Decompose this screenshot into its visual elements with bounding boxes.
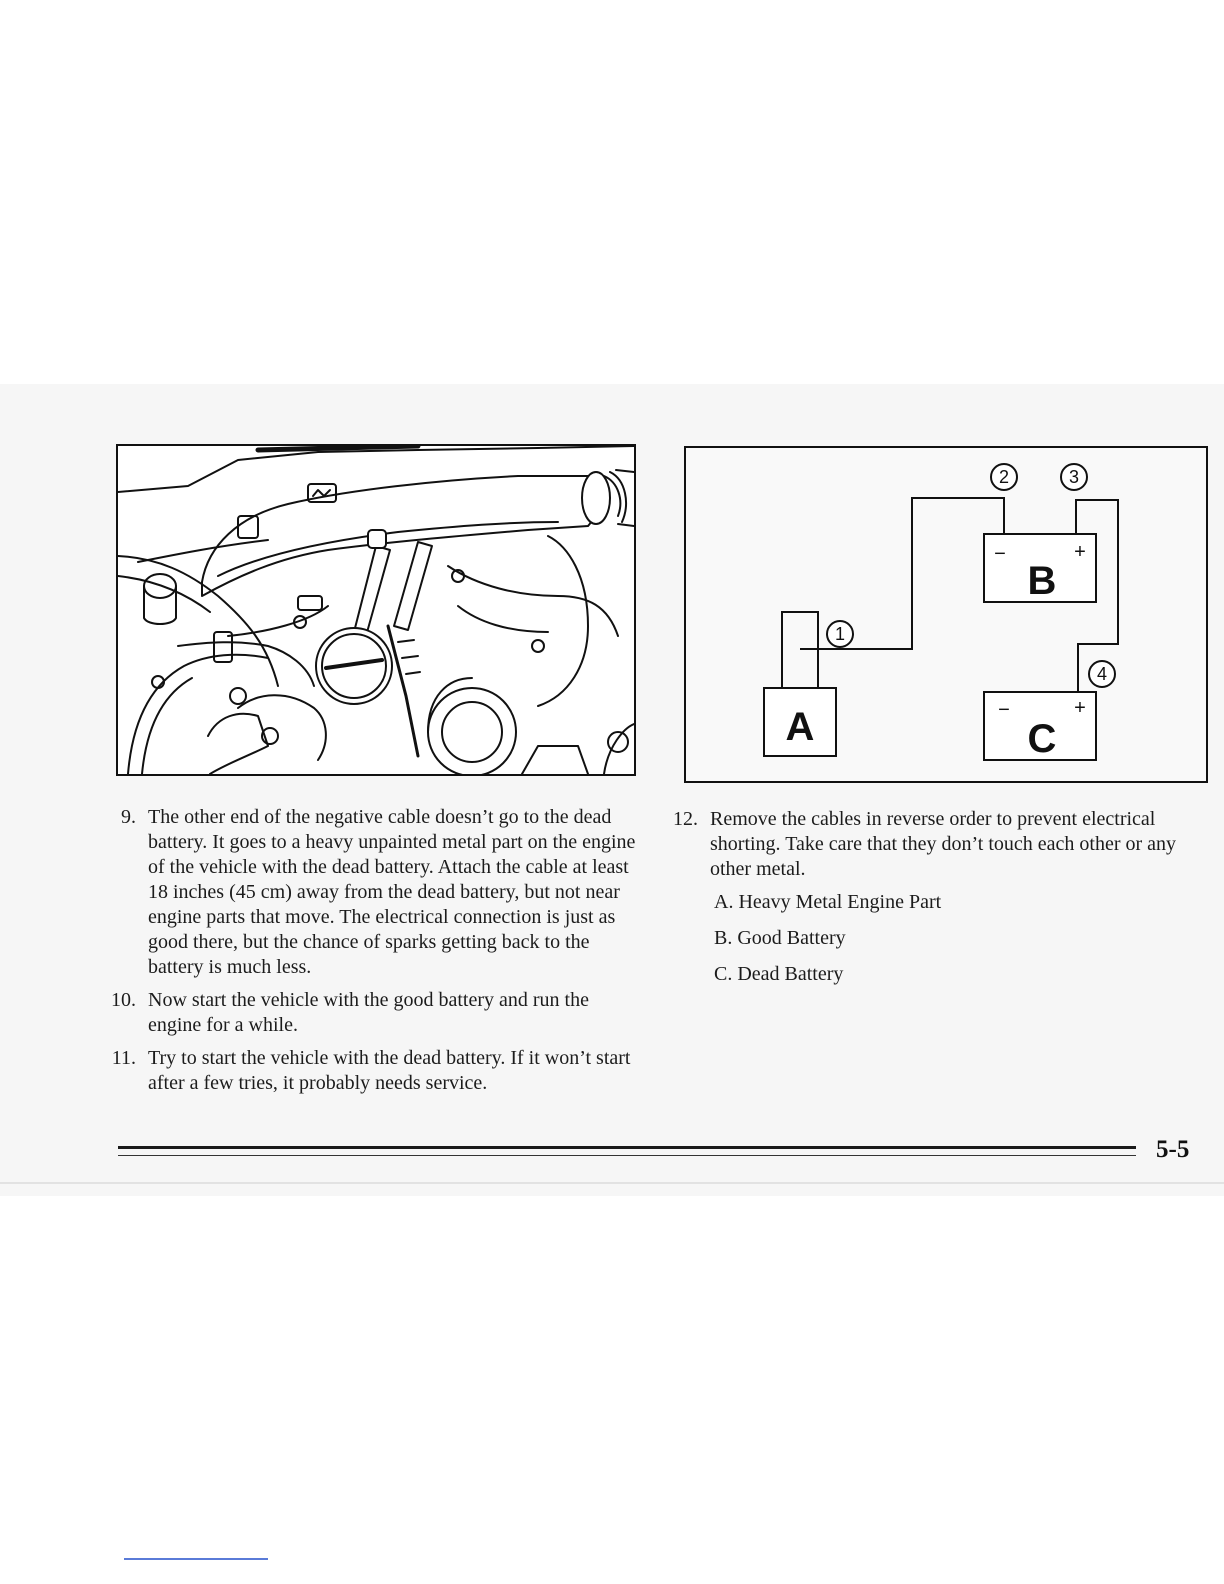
box-c [983,691,1097,761]
step-number: 9. [121,806,136,828]
callout-1 [826,620,854,648]
footer-rule [118,1146,1138,1162]
footer-rule-thin [118,1155,1136,1156]
callout-3 [1060,463,1088,491]
step-text: Try to start the vehicle with the dead b… [148,1047,631,1094]
callout-2-label: 2 [999,467,1009,487]
box-b [983,533,1097,603]
step-text: Now start the vehicle with the good batt… [148,989,589,1036]
step-text: Remove the cables in reverse order to pr… [710,808,1177,880]
callout-3-label: 3 [1069,467,1079,487]
engine-illustration [116,444,636,776]
step-number: 12. [673,808,698,830]
page-number: 5-5 [1156,1136,1190,1163]
callout-2 [990,463,1018,491]
step-11: 11. Try to start the vehicle with the de… [100,1046,645,1096]
step-9: 9. The other end of the negative cable d… [100,805,645,980]
b-plus-terminal: + [1074,541,1086,563]
figure-legend: A. Heavy Metal Engine Part B. Good Batte… [714,890,1182,987]
right-steps: 12. Remove the cables in reverse order t… [662,807,1182,998]
callout-1-label: 1 [835,624,845,644]
c-plus-terminal: + [1074,697,1086,719]
footer-rule-thick [118,1146,1136,1149]
box-a [763,687,837,757]
callout-4 [1088,660,1116,688]
b-minus-terminal: − [994,543,1006,565]
legend-item-a: A. Heavy Metal Engine Part [714,891,942,913]
step-number: 10. [111,989,136,1011]
link-underline[interactable] [124,1558,268,1560]
step-10: 10. Now start the vehicle with the good … [100,988,645,1038]
box-c-label: C [1028,717,1057,761]
box-a-label: A [786,705,815,749]
legend-item-c: C. Dead Battery [714,963,844,985]
step-number: 11. [111,1047,136,1069]
callout-4-label: 4 [1097,664,1107,684]
c-minus-terminal: − [998,699,1010,721]
band-bottom-edge [0,1182,1224,1184]
left-steps: 9. The other end of the negative cable d… [100,805,645,1104]
box-b-label: B [1028,559,1057,603]
step-text: The other end of the negative cable does… [148,806,636,978]
legend-item-b: B. Good Battery [714,927,846,949]
jump-start-diagram: 1 2 3 4 A B C − + − + [684,446,1208,783]
step-12: 12. Remove the cables in reverse order t… [662,807,1182,882]
